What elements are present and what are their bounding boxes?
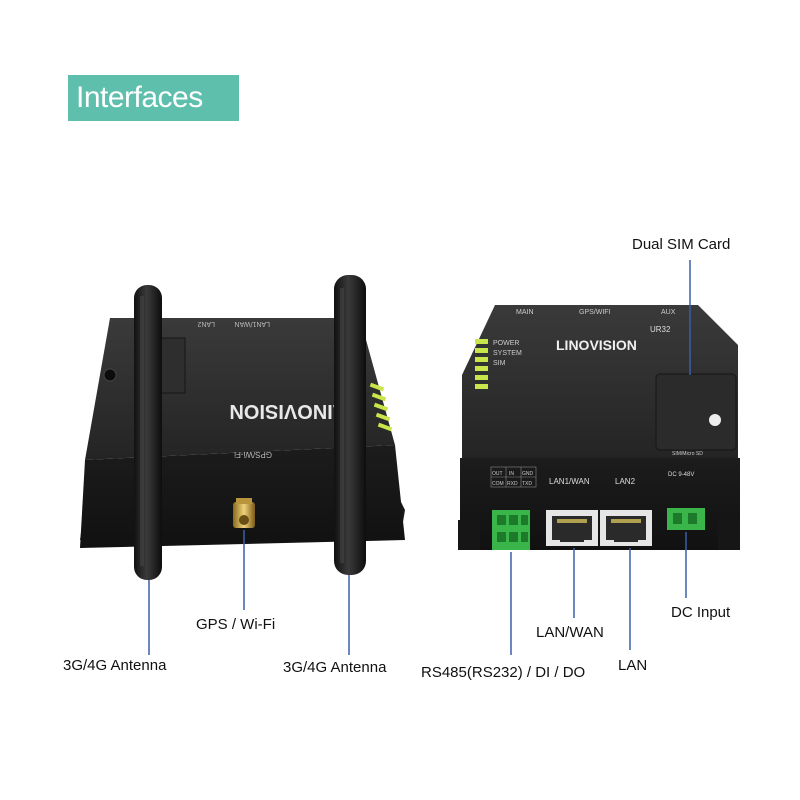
callout-antenna-right: 3G/4G Antenna <box>283 659 387 676</box>
brand-logo-right: LINOVISION <box>556 337 637 353</box>
callout-dual-sim: Dual SIM Card <box>632 236 731 253</box>
ethernet-port-lan1 <box>546 510 598 546</box>
callout-gps-wifi: GPS / Wi-Fi <box>196 616 276 633</box>
led-indicators-left <box>369 382 393 432</box>
antenna-left <box>134 285 162 580</box>
terminal-label-rxd: RXD <box>507 481 518 487</box>
port-label-gps-left: GPS/Wi-Fi <box>234 450 272 459</box>
callout-lan: LAN <box>618 657 648 674</box>
port-label-dc: DC 9-48V <box>668 472 694 478</box>
ethernet-port-lan2 <box>600 510 652 546</box>
callout-dc-input: DC Input <box>671 604 731 621</box>
gps-connector <box>233 498 255 528</box>
led-label-sim: SIM <box>493 360 506 367</box>
led-label-system: SYSTEM <box>493 350 522 357</box>
terminal-label-com: COM <box>492 481 504 487</box>
model-label: UR32 <box>650 325 671 334</box>
brand-logo-left: LINOVISION <box>229 400 345 422</box>
terminal-label-gnd: GND <box>522 471 534 477</box>
antenna-right <box>334 275 366 575</box>
terminal-label-in: IN <box>509 471 514 477</box>
terminal-label-grid: OUT IN GND COM RXD TXD <box>490 466 537 488</box>
serial-terminal-block <box>492 510 530 550</box>
port-label-lan1-left: LAN1/WAN <box>234 320 270 327</box>
callout-lan-wan: LAN/WAN <box>536 624 604 641</box>
section-title-banner: Interfaces <box>68 75 239 121</box>
router-front-view: MAIN GPS/WIFI AUX UR32 LINOVISION POWER … <box>458 305 740 550</box>
callout-lines <box>148 260 691 655</box>
port-label-lan2-left: LAN2 <box>197 320 215 327</box>
port-label-sim-sd: SIM/Micro SD <box>672 451 703 457</box>
port-label-main: MAIN <box>516 309 534 316</box>
led-label-power: POWER <box>493 340 519 347</box>
port-label-aux: AUX <box>661 309 676 316</box>
router-rear-view: LINOVISION GPS/Wi-Fi LAN1/WAN LAN2 <box>80 275 405 580</box>
port-label-gps-wifi: GPS/WIFI <box>579 309 611 316</box>
dc-power-terminal <box>667 508 705 530</box>
port-label-lan1: LAN1/WAN <box>549 477 590 486</box>
terminal-label-txd: TXD <box>522 481 532 487</box>
callout-antenna-left: 3G/4G Antenna <box>63 657 167 674</box>
port-label-lan2: LAN2 <box>615 477 636 486</box>
callout-rs485: RS485(RS232) / DI / DO <box>421 664 586 681</box>
led-indicators-right: POWER SYSTEM SIM <box>475 339 522 389</box>
terminal-label-out: OUT <box>492 471 503 477</box>
